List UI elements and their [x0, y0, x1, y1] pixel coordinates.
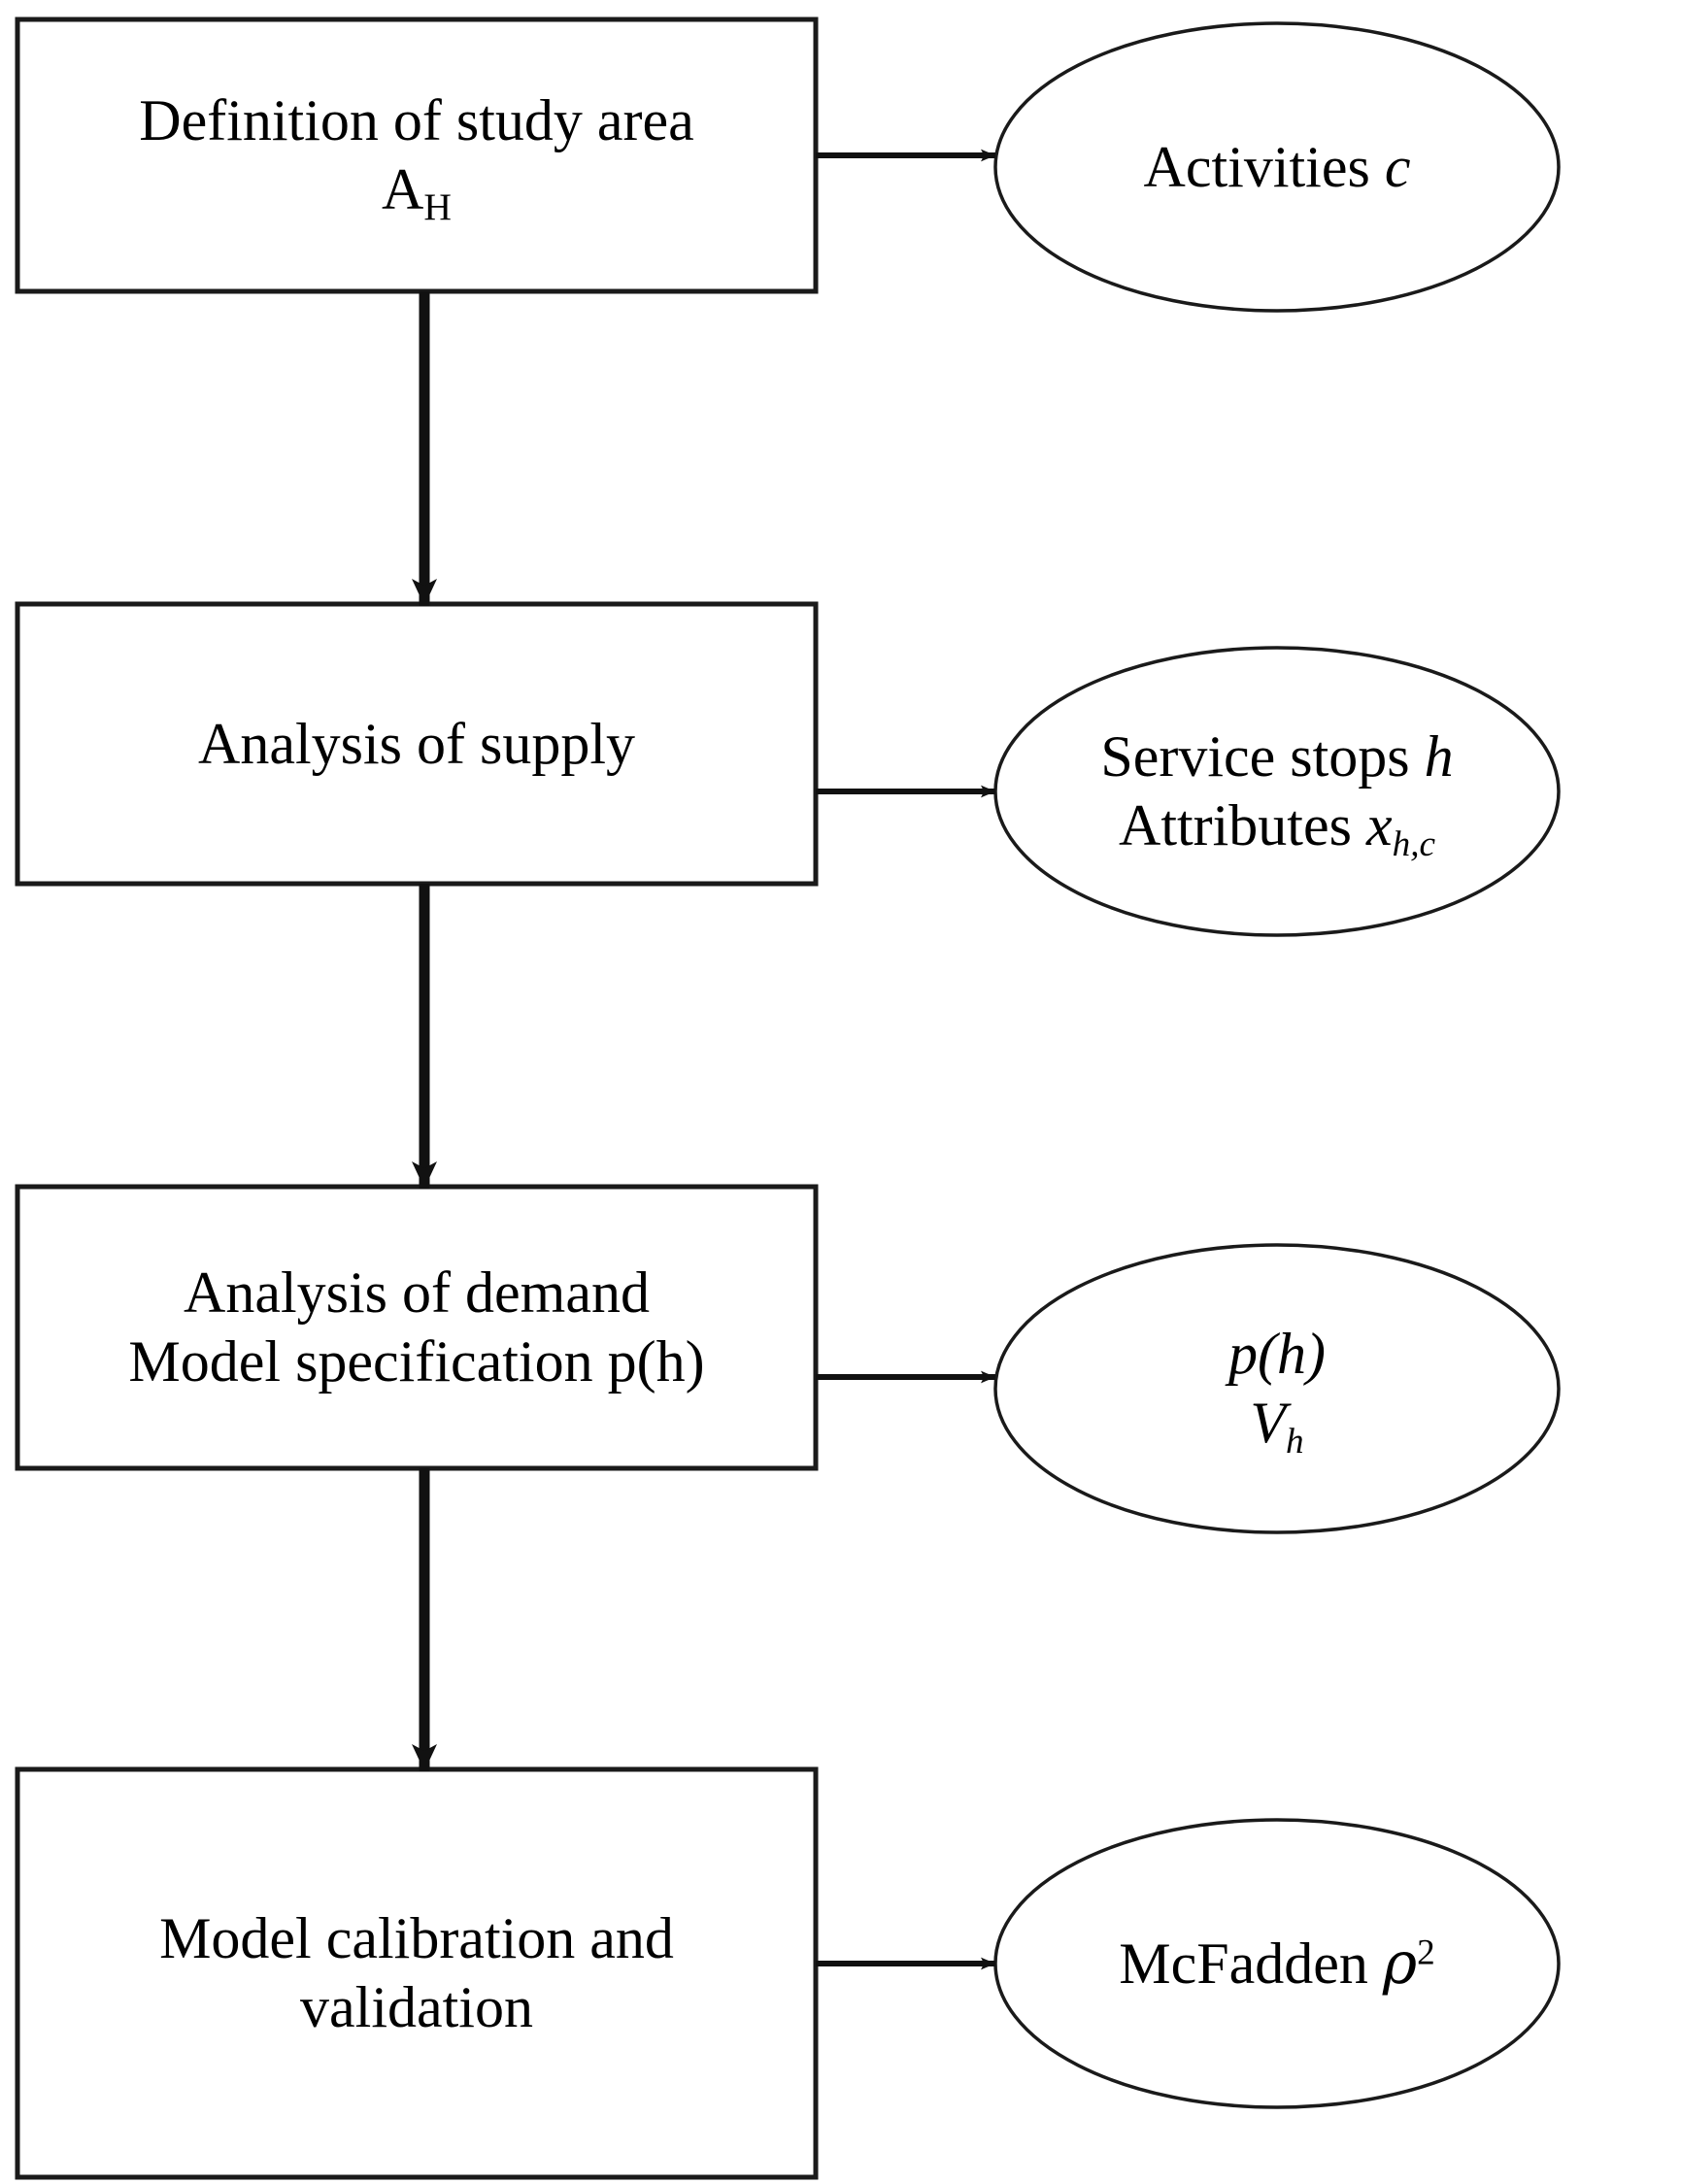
output-ellipse-service-stops-attributes — [993, 646, 1561, 937]
process-box-model-calibration-and-validation — [15, 1766, 819, 2180]
process-box-definition-of-study-area — [15, 17, 819, 294]
output-ellipse-mcfadden-rho-squared — [993, 1818, 1561, 2109]
output-ellipse-activities — [993, 21, 1561, 313]
process-box-analysis-of-supply — [15, 601, 819, 887]
output-ellipse-probability-and-utility — [993, 1243, 1561, 1534]
process-box-analysis-of-demand — [15, 1184, 819, 1471]
